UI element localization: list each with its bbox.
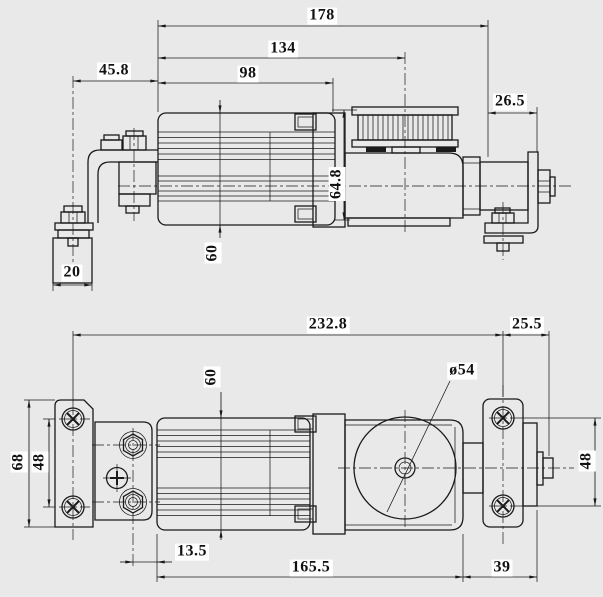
dim-motor-height-label: 60 xyxy=(203,242,222,264)
plan-view xyxy=(24,331,601,582)
screw-cross-icon xyxy=(66,500,80,514)
timing-pulley-side xyxy=(351,106,459,154)
gearhead-block-plan xyxy=(94,421,153,521)
screw-cross-icon xyxy=(110,471,124,485)
dim-total-length-label: 178 xyxy=(307,6,337,25)
dim-gearhead-offset-label: 13.5 xyxy=(175,542,209,561)
right-mounting-bracket-side xyxy=(483,151,556,252)
screw-cross-icon xyxy=(66,412,80,426)
dim-overhang-label: 25.5 xyxy=(510,315,544,334)
dim-pulley-center-label: 134 xyxy=(268,39,298,58)
screw-cross-icon xyxy=(496,411,510,425)
dim-mount-span-label: 232.8 xyxy=(306,315,350,334)
flange-adapter-plan xyxy=(294,413,346,535)
gearbox-side xyxy=(344,152,464,227)
dim-foot-width-label: 20 xyxy=(61,263,83,282)
dim-hole-pitch-right-label: 48 xyxy=(577,450,596,472)
dim-motor-length-label: 98 xyxy=(237,64,259,83)
dim-pulley-height-label: 64.8 xyxy=(327,167,346,201)
pulley-circle xyxy=(353,416,457,520)
left-mounting-bracket xyxy=(52,130,158,284)
dim-pulley-diameter-label: ø54 xyxy=(447,361,477,380)
centerlines-side xyxy=(72,52,574,265)
gearbox-plan xyxy=(344,380,464,531)
right-bracket-plan xyxy=(462,398,554,528)
dim-hole-pitch-left-label: 48 xyxy=(30,451,49,473)
dim-shaft-length-label: 39 xyxy=(491,558,513,577)
dim-shaft-bracket-label: 26.5 xyxy=(493,92,527,111)
left-mounting-plate-plan xyxy=(54,399,94,528)
dimension-lines-plan xyxy=(24,331,601,582)
dim-body-length-label: 165.5 xyxy=(289,558,333,577)
dim-plate-width-label: 68 xyxy=(9,451,28,473)
dimension-lines-side xyxy=(52,20,538,291)
dim-motor-width-label: 60 xyxy=(202,366,221,388)
screw-cross-icon xyxy=(496,499,510,513)
diameter-leader-line xyxy=(386,380,451,513)
motor-body-plan xyxy=(156,417,311,531)
dim-bracket-offset-label: 45.8 xyxy=(97,61,131,80)
side-view xyxy=(52,20,574,291)
